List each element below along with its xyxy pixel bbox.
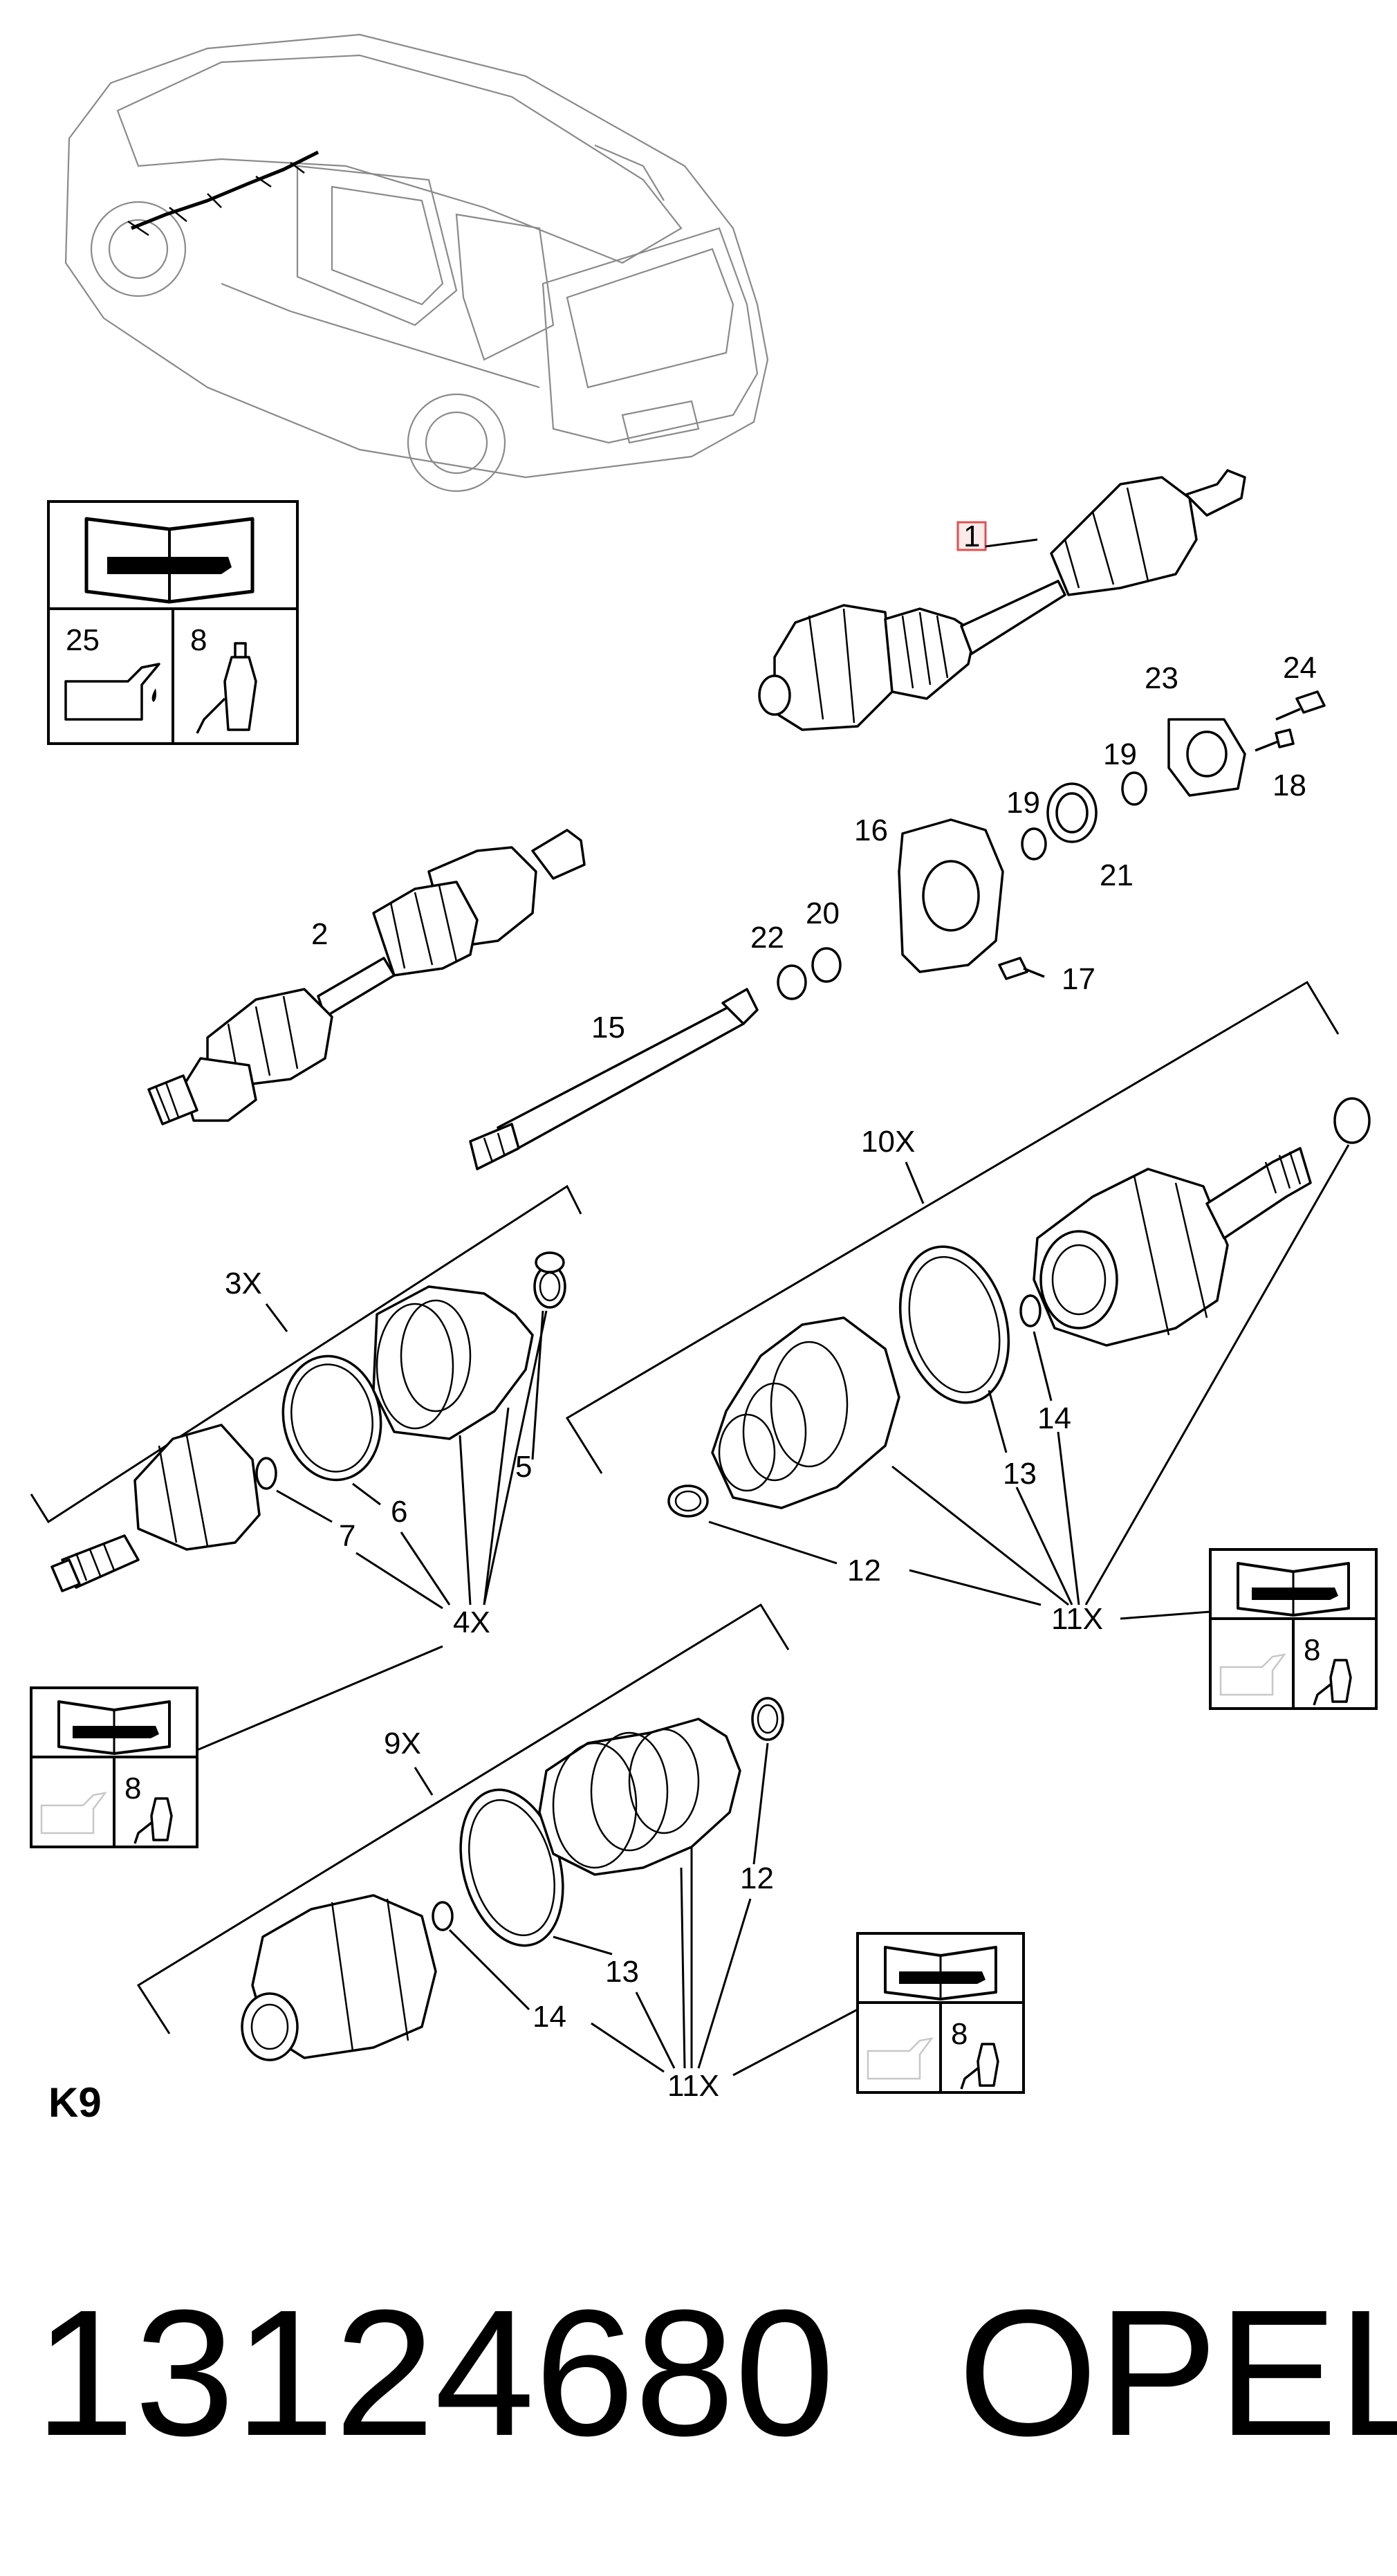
oil-can-icon: [40, 1792, 107, 1834]
grease-tube-icon: [960, 2043, 999, 2090]
callout-17: 17: [1062, 962, 1095, 996]
section-3x-outer-joint-kit: 3X 5 6 7 4X: [30, 1184, 582, 1639]
callout-5: 5: [515, 1450, 532, 1484]
car-outline-icon: [64, 33, 769, 493]
callout-8-top: 8: [190, 623, 207, 657]
callout-21: 21: [1100, 858, 1134, 892]
intermediate-shaft-15[interactable]: 15: [469, 988, 759, 1170]
callout-2: 2: [311, 917, 328, 951]
section-code: K9: [48, 2079, 102, 2126]
callout-19-b: 19: [1006, 786, 1040, 820]
grease-tube-icon: [1313, 1659, 1352, 1706]
info-box-11x-bottom: 8: [856, 1932, 1025, 2094]
driveshaft-2[interactable]: 2: [147, 829, 586, 1125]
callout-14-b: 14: [533, 2000, 566, 2034]
callout-24: 24: [1283, 651, 1317, 685]
callout-14-a: 14: [1037, 1401, 1071, 1435]
callout-22: 22: [750, 921, 784, 955]
callout-19-a: 19: [1103, 737, 1137, 771]
callout-1: 1: [963, 519, 980, 553]
callout-8-right: 8: [1304, 1633, 1320, 1667]
manual-book-icon: [884, 1946, 997, 2000]
callout-16: 16: [854, 813, 888, 847]
part-number: 13124680: [35, 2273, 835, 2474]
grease-tube-icon: [133, 1797, 173, 1844]
callout-1-highlight: [956, 521, 987, 551]
oil-can-icon: [1219, 1653, 1286, 1696]
info-box-11x-right: 8: [1209, 1548, 1378, 1710]
callout-12-b: 12: [740, 1861, 774, 1895]
callout-8-4x: 8: [124, 1772, 141, 1805]
info-box-oil-grease: 25 8: [47, 500, 299, 745]
callout-11x-b: 11X: [667, 2069, 719, 2103]
brand-name: OPEL: [958, 2273, 1397, 2474]
bearing-bracket-assembly: 23 24 19 19 18 16 21 20 22 17: [750, 651, 1326, 1000]
callout-4x: 4X: [453, 1606, 490, 1639]
callout-13-a: 13: [1003, 1457, 1037, 1491]
callout-23: 23: [1145, 661, 1178, 695]
info-box-4x: 8: [30, 1645, 443, 1848]
callout-12-a: 12: [847, 1554, 881, 1588]
callout-20: 20: [806, 896, 840, 930]
callout-10x: 10X: [861, 1125, 915, 1159]
section-10x-inner-joint-kit: 10X 14 13 12 11X: [565, 980, 1371, 1636]
callout-13-b: 13: [605, 1955, 639, 1989]
section-9x-inner-joint-kit: 9X 12 13 14 11X: [136, 1603, 858, 2103]
manual-book-icon: [84, 517, 255, 604]
callout-8-bottom: 8: [951, 2017, 968, 2051]
callout-11x-a: 11X: [1051, 1602, 1103, 1636]
oil-can-icon: [867, 2037, 934, 2080]
callout-9x: 9X: [384, 1727, 421, 1760]
callout-3x: 3X: [225, 1267, 262, 1300]
callout-7: 7: [339, 1519, 355, 1553]
driveshaft-complete-1[interactable]: 1: [758, 469, 1246, 731]
callout-25: 25: [66, 623, 100, 657]
manual-book-icon: [57, 1700, 171, 1755]
callout-15: 15: [591, 1011, 625, 1045]
manual-book-icon: [1237, 1562, 1350, 1617]
callout-18: 18: [1273, 769, 1306, 802]
oil-can-icon: [64, 663, 160, 721]
grease-tube-icon: [196, 642, 257, 734]
callout-6: 6: [391, 1495, 407, 1529]
